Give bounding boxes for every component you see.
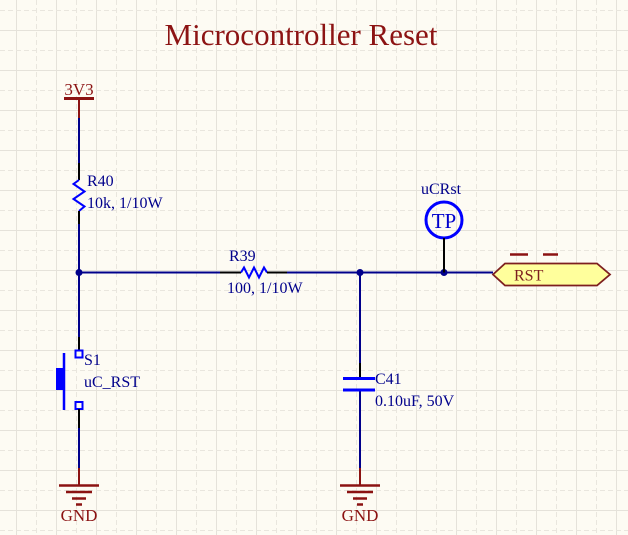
testpoint-ucrst[interactable]: uCRst TP bbox=[421, 181, 464, 273]
port-shape-icon[interactable] bbox=[491, 262, 612, 287]
testpoint-net-label[interactable]: uCRst bbox=[421, 181, 462, 198]
resistor-r39[interactable]: R39 100, 1/10W bbox=[220, 248, 303, 297]
junction-dot bbox=[75, 269, 83, 276]
value-label[interactable]: 0.10uF, 50V bbox=[375, 393, 455, 410]
resistor-zigzag-icon[interactable] bbox=[71, 179, 87, 212]
value-label[interactable]: uC_RST bbox=[84, 374, 140, 391]
resistor-zigzag-icon[interactable] bbox=[240, 265, 268, 280]
ground-net-label[interactable]: GND bbox=[342, 506, 379, 525]
capacitor-c41[interactable]: C41 0.10uF, 50V bbox=[343, 363, 455, 410]
power-net-label[interactable]: 3V3 bbox=[64, 80, 93, 99]
resistor-r40[interactable]: R40 10k, 1/10W bbox=[71, 163, 164, 224]
ground-symbol-right[interactable]: GND bbox=[340, 468, 380, 525]
schematic-title[interactable]: Microcontroller Reset bbox=[165, 17, 438, 52]
switch-contact-pin[interactable] bbox=[74, 401, 84, 410]
port-rst[interactable]: RST bbox=[491, 253, 612, 287]
designator-label[interactable]: C41 bbox=[375, 371, 402, 388]
testpoint-symbol-text[interactable]: TP bbox=[432, 209, 457, 233]
wires bbox=[78, 118, 493, 468]
ground-net-label[interactable]: GND bbox=[61, 506, 98, 525]
switch-button-icon[interactable] bbox=[56, 368, 63, 390]
junction-dot bbox=[356, 269, 364, 276]
switch-contact-pin[interactable] bbox=[74, 349, 84, 359]
designator-label[interactable]: R40 bbox=[87, 173, 114, 190]
power-flag-3v3[interactable]: 3V3 bbox=[64, 80, 94, 118]
designator-label[interactable]: S1 bbox=[84, 352, 101, 369]
ground-symbol-left[interactable]: GND bbox=[59, 468, 99, 525]
port-label[interactable]: RST bbox=[514, 268, 544, 285]
designator-label[interactable]: R39 bbox=[229, 248, 256, 265]
value-label[interactable]: 10k, 1/10W bbox=[87, 195, 163, 212]
switch-s1[interactable]: S1 uC_RST bbox=[56, 337, 140, 428]
value-label[interactable]: 100, 1/10W bbox=[227, 280, 303, 297]
